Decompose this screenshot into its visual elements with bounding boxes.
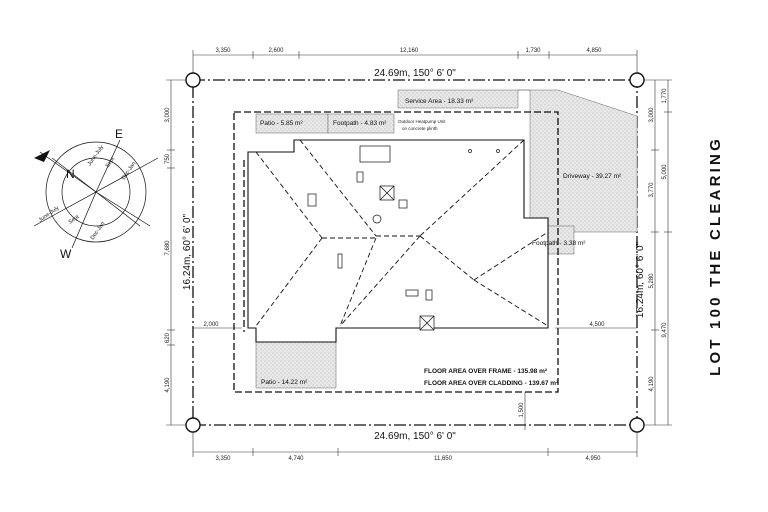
survey-pegs: [185, 72, 645, 433]
dim-side-left: 2,000: [203, 322, 219, 328]
compass-rose: N E W June-July Sept Dec-Jan June-July S…: [33, 127, 159, 261]
toilet-3-icon: [425, 289, 433, 301]
dim-right-inner-2: 3,770: [649, 182, 655, 198]
heatpump-unit-icon: [359, 145, 391, 163]
dim-top-3: 12,160: [400, 48, 419, 54]
dim-right-inner-3: 5,280: [649, 273, 655, 289]
dim-top-4: 1,730: [525, 48, 541, 54]
floor-area-cladding: FLOOR AREA OVER CLADDING - 139.67 m²: [424, 380, 559, 387]
setback-lines: [233, 111, 559, 393]
dim-right-outer-1: 1,770: [662, 88, 668, 104]
compass-e: E: [115, 127, 123, 141]
compass-june-july-top: June-July: [87, 144, 106, 167]
peg-bottom-right-icon: [629, 417, 645, 433]
dim-front: 1,500: [519, 402, 525, 418]
dim-bottom-2: 4,740: [288, 456, 304, 462]
dim-top-5: 4,850: [586, 48, 602, 54]
dim-side-right: 4,500: [589, 322, 605, 328]
vent-icon: [372, 214, 382, 224]
compass-sept-bottom: Sept: [68, 214, 81, 226]
toilet-2-icon: [398, 199, 408, 209]
downpipe-1-icon: [468, 149, 472, 153]
dim-right-inner-1: 3,000: [649, 107, 655, 123]
peg-top-right-icon: [629, 72, 645, 88]
driveway-label: Driveway - 39.27 m²: [563, 173, 622, 180]
patio-bottom-label: Patio - 14.22 m²: [261, 379, 308, 386]
compass-dec-jan-bottom: Dec-Jan: [90, 221, 107, 241]
fixtures: [307, 145, 500, 331]
house-outline: [247, 139, 549, 343]
dim-bottom-1: 3,350: [215, 456, 231, 462]
dimension-text: 3,350 2,600 12,160 1,730 4,850 3,350 4,7…: [165, 48, 668, 462]
patio-top-label: Patio - 5.85 m²: [260, 120, 303, 127]
heatpump-label-line-2: on concrete plinth: [402, 126, 438, 131]
service-area: [397, 89, 519, 109]
duct-icon: [337, 253, 343, 269]
peg-top-left-icon: [185, 72, 201, 88]
lot-boundary: [192, 79, 638, 426]
lot-title: LOT 100 THE CLEARING: [707, 136, 724, 376]
compass-w: W: [60, 247, 72, 261]
dim-top-1: 3,350: [215, 48, 231, 54]
dim-left-1: 3,000: [165, 107, 171, 123]
boundary-top-label: 24.69m, 150° 6' 0": [374, 68, 456, 79]
north-arrow-icon: [34, 150, 50, 162]
dim-left-3: 7,680: [165, 240, 171, 256]
boundary-bottom-label: 24.69m, 150° 6' 0": [374, 431, 456, 442]
dim-right-outer-2: 5,000: [662, 164, 668, 180]
dim-left-4: 620: [165, 332, 171, 343]
house-roof-plan: [247, 139, 549, 343]
compass-june-july-bottom: June-July: [38, 205, 61, 224]
footpath-top: [327, 113, 395, 134]
dimension-lines: [166, 50, 672, 457]
laundry-icon: [307, 193, 317, 207]
boundary-right-label: 16.24m, 60° 6' 0": [635, 241, 646, 318]
downpipe-2-icon: [496, 149, 500, 153]
boundary-left-label: 16.24m, 60° 6' 0": [182, 213, 193, 290]
dim-left-2: 750: [165, 153, 171, 164]
dim-right-outer-3: 9,470: [662, 322, 668, 338]
compass-sept-top: Sept: [105, 156, 117, 169]
heatpump-label-line-1: Outdoor Heatpump Unit: [398, 119, 446, 124]
dim-bottom-4: 4,950: [585, 456, 601, 462]
dim-bottom-3: 11,650: [434, 456, 453, 462]
footpath-right-label: Footpath - 3.38 m²: [532, 240, 586, 247]
floor-area-frame: FLOOR AREA OVER FRAME - 135.98 m²: [424, 368, 548, 375]
toilet-1-icon: [356, 171, 364, 183]
basin-icon: [405, 289, 419, 297]
compass-n: N: [66, 167, 75, 181]
driveway: [518, 89, 638, 233]
service-area-label: Service Area - 18.33 m²: [405, 98, 474, 105]
dim-top-2: 2,600: [268, 48, 284, 54]
dim-left-5: 4,190: [165, 377, 171, 393]
footpath-top-label: Footpath - 4.83 m²: [333, 120, 387, 127]
peg-bottom-left-icon: [185, 417, 201, 433]
dim-right-inner-4: 4,190: [649, 376, 655, 392]
